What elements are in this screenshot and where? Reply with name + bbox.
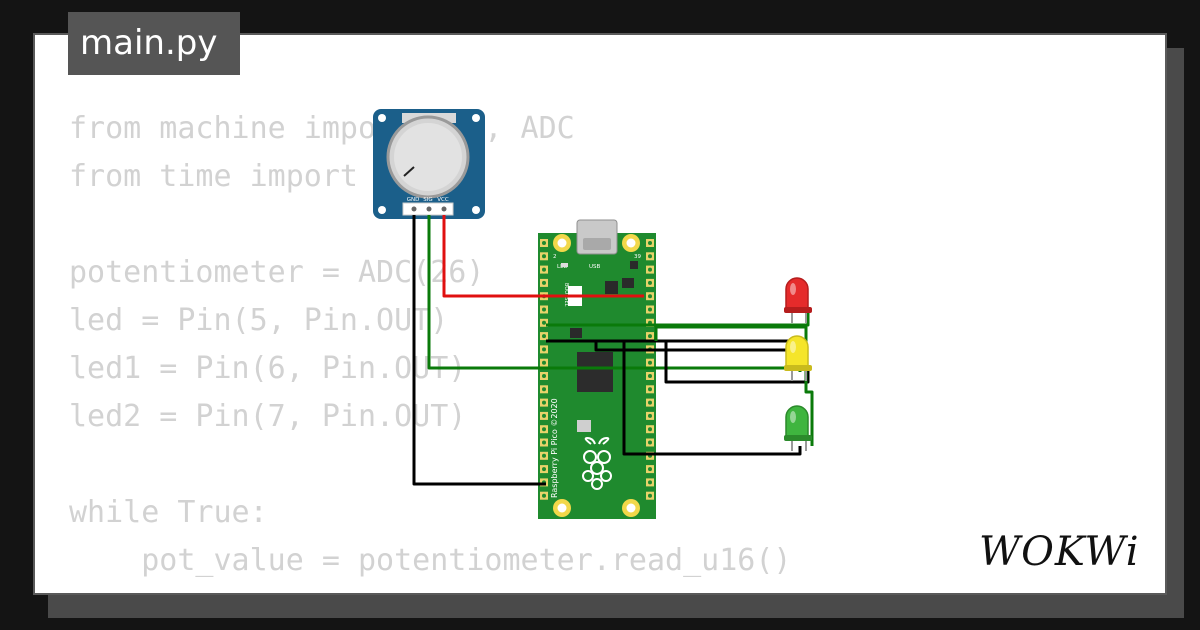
pico-pin-hole: [648, 387, 652, 392]
code-line: delay = 0.1 + (pot_value / 65535) * 0.9: [69, 585, 845, 593]
pico-pin-hole: [648, 360, 652, 365]
pico-pin-hole: [648, 280, 652, 285]
pico-pin-hole: [648, 374, 652, 378]
code-line: potentiometer = ADC(26): [69, 255, 485, 290]
pico-pin-hole: [542, 400, 546, 405]
potentiometer[interactable]: GND SIG VCC: [373, 109, 485, 219]
wire-led-red-anode[interactable]: [546, 312, 810, 327]
code-line: led = Pin(5, Pin.OUT): [69, 303, 449, 338]
pico-pin-hole: [542, 427, 546, 432]
file-tab[interactable]: main.py: [68, 12, 240, 75]
pico-pin-hole: [648, 493, 652, 498]
pot-pin-sig-label: SIG: [423, 197, 432, 203]
pico-pin-hole: [542, 453, 546, 458]
led-group: [784, 277, 812, 451]
silk-usb-label: USB: [589, 264, 601, 270]
silk-board-label: Raspberry Pi Pico ©2020: [550, 398, 559, 498]
pico-pin-hole: [648, 334, 652, 339]
pico-pin-hole: [542, 254, 546, 259]
pico-pin-hole: [648, 254, 652, 259]
wire-gnd-yellow[interactable]: [594, 341, 790, 352]
pico-pin-hole: [542, 307, 546, 312]
pico-pin-hole: [648, 400, 652, 405]
pico-pin-hole: [542, 334, 546, 339]
wire-gnd-green[interactable]: [622, 341, 802, 456]
pico-pin-hole: [542, 374, 546, 378]
pot-pin-gnd-label: GND: [407, 197, 420, 203]
pico-pin-hole: [648, 467, 652, 472]
silk-pin-39: 39: [634, 254, 641, 260]
pico-pin-hole: [542, 267, 546, 272]
led-green[interactable]: [784, 405, 812, 451]
pico-pin-hole: [648, 413, 652, 418]
pico-pin-hole: [648, 241, 652, 245]
led-yellow[interactable]: [784, 335, 812, 381]
code-line: pot_value = potentiometer.read_u16(): [69, 543, 792, 578]
wire-vcc-red[interactable]: [442, 215, 644, 298]
pico-pin-hole: [648, 480, 652, 485]
code-line: led1 = Pin(6, Pin.OUT): [69, 351, 467, 386]
pico-pin-hole: [648, 267, 652, 272]
raspberry-logo-icon: [582, 436, 612, 490]
led-red[interactable]: [784, 277, 812, 323]
code-line: led2 = Pin(7, Pin.OUT): [69, 399, 467, 434]
pot-pin-vcc-label: VCC: [437, 197, 449, 203]
pico-pin-hole: [542, 320, 546, 325]
rp2040-chip: [577, 352, 613, 392]
pico-pin-hole: [542, 241, 546, 245]
wokwi-logo: WOKWi: [979, 529, 1140, 575]
wires: [412, 215, 814, 486]
pico-pin-hole: [648, 427, 652, 432]
pico-pin-hole: [542, 280, 546, 285]
pico-pin-hole: [542, 347, 546, 352]
pico-pin-hole: [648, 294, 652, 299]
pico-pin-hole: [542, 360, 546, 365]
pico-pin-pads: [540, 239, 654, 500]
pico-pin-hole: [542, 413, 546, 418]
wire-gnd-yellow-2[interactable]: [664, 341, 810, 384]
silk-pin-2: 2: [553, 254, 557, 260]
code-line: while True:: [69, 495, 268, 530]
pico-pin-hole: [542, 467, 546, 472]
potentiometer-knob-indicator: [403, 166, 415, 177]
pico-pin-hole: [542, 493, 546, 498]
pico-pin-hole: [542, 440, 546, 445]
wire-gnd-black[interactable]: [412, 215, 546, 486]
pico-pin-hole: [542, 387, 546, 392]
pico-pin-hole: [648, 440, 652, 445]
wokwi-logo-text: WOKWi: [979, 529, 1140, 575]
pico-pin-hole: [648, 307, 652, 312]
